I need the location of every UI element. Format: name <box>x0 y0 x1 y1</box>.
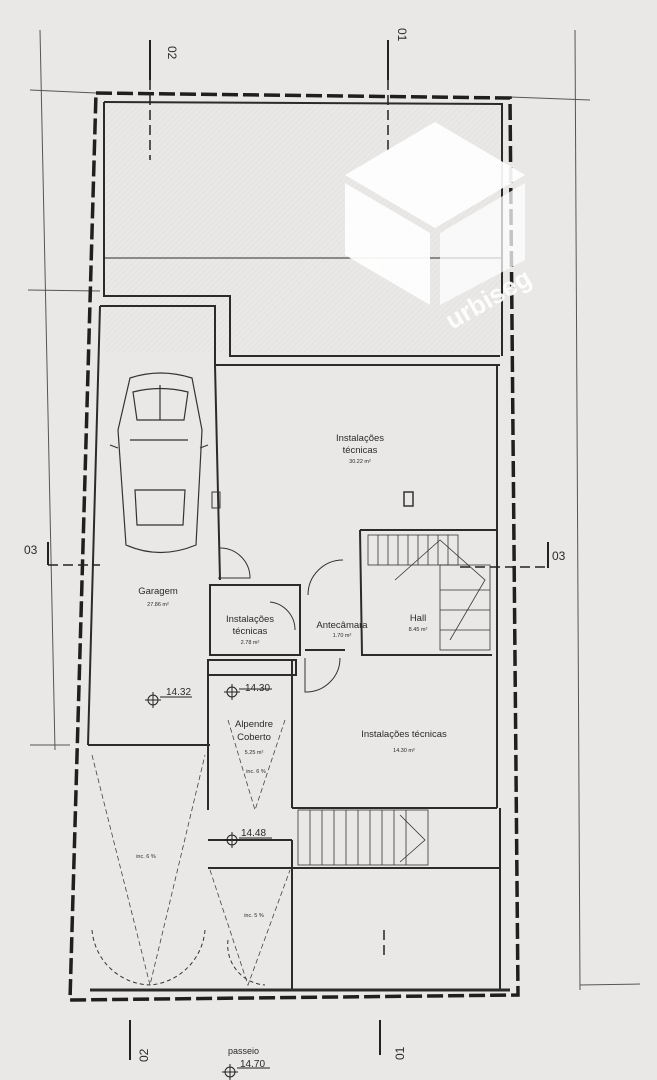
room-area: 8.45 m² <box>409 627 428 633</box>
section-label: 03 <box>552 549 566 563</box>
staircase-hall <box>367 534 491 651</box>
room-label: Instalações <box>336 433 384 444</box>
room-area: 1.70 m² <box>333 633 352 639</box>
room-label: Instalações técnicas <box>361 729 447 740</box>
level-label: 14.70 <box>240 1059 265 1070</box>
section-marker-01-top: 01 <box>387 28 409 150</box>
ramp-label: inc. 5 % <box>244 913 264 919</box>
walls <box>87 101 510 992</box>
section-marker-01-bottom: 01 <box>379 930 407 1060</box>
section-marker-03-left: 03 <box>24 542 100 566</box>
room-area: 2.78 m² <box>241 640 260 646</box>
room-area: 14.30 m² <box>393 748 415 754</box>
section-marker-02-top: 02 <box>149 40 179 160</box>
level-marker <box>222 1064 270 1080</box>
section-marker-02-bottom: 02 <box>129 1020 151 1062</box>
room-area: 5.25 m² <box>245 750 264 756</box>
property-boundary <box>68 91 520 1002</box>
door-swings <box>91 547 344 986</box>
shaft-marker <box>403 491 414 507</box>
ramp-lines <box>91 719 291 987</box>
room-label: Hall <box>410 613 426 624</box>
level-marker <box>224 832 272 848</box>
street-label: passeio <box>228 1046 259 1056</box>
ramp-label: inc. 6 % <box>246 769 266 775</box>
section-label: 01 <box>395 28 409 42</box>
section-marker-03-right: 03 <box>460 542 566 568</box>
urbiseg-logo-watermark: urbiseg <box>345 122 536 335</box>
section-label: 03 <box>24 543 38 557</box>
room-area: 27.86 m² <box>147 602 169 608</box>
level-marker <box>145 692 192 708</box>
room-label: Instalações <box>226 614 274 625</box>
level-label: 14.30 <box>245 683 270 694</box>
wall-box <box>211 491 221 509</box>
room-label: técnicas <box>233 626 268 637</box>
level-marker <box>224 684 272 700</box>
room-area: 30.22 m² <box>349 459 371 465</box>
section-label: 02 <box>165 46 179 60</box>
section-label: 02 <box>137 1048 151 1062</box>
room-label: Garagem <box>138 586 178 597</box>
level-label: 14.48 <box>241 828 266 839</box>
car-icon <box>109 372 209 554</box>
room-label: Coberto <box>237 732 271 743</box>
staircase-lower <box>297 809 429 866</box>
ramp-label: inc. 6 % <box>136 854 156 860</box>
room-label: técnicas <box>343 445 378 456</box>
room-label: Antecâmara <box>316 620 368 631</box>
section-label: 01 <box>393 1046 407 1060</box>
level-label: 14.32 <box>166 687 191 698</box>
room-label: Alpendre <box>235 719 273 730</box>
site-context-lines <box>27 29 641 991</box>
